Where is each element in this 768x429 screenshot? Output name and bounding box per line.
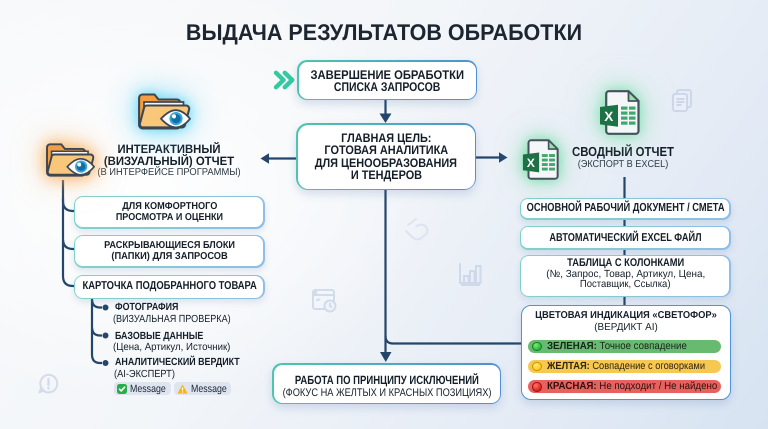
svg-text:X: X: [604, 109, 613, 124]
svg-text:X: X: [527, 156, 535, 170]
